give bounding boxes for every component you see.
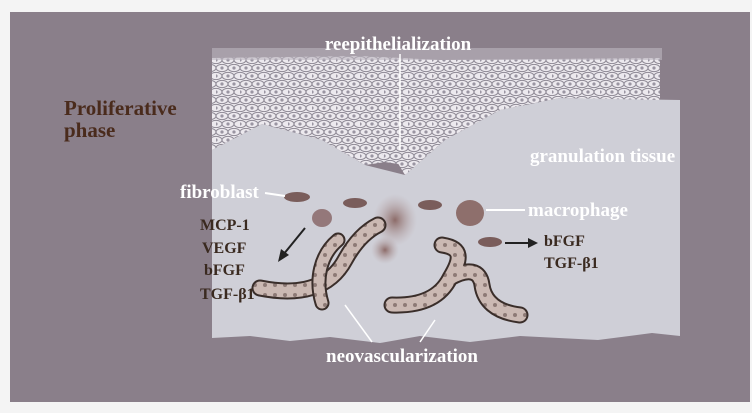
fibroblast-factor: bFGF bbox=[204, 262, 245, 279]
fibroblast-cell bbox=[284, 192, 310, 202]
label-macrophage: macrophage bbox=[528, 200, 628, 221]
fibroblast-cell bbox=[418, 200, 442, 210]
cell-blob bbox=[371, 236, 399, 264]
phase-title-line-2: phase bbox=[64, 118, 115, 142]
phase-title-line-1: Proliferative bbox=[64, 96, 177, 120]
macrophage-factor: bFGF bbox=[544, 233, 585, 250]
fibroblast-factor: TGF-β1 bbox=[200, 286, 255, 303]
label-granulation-tissue: granulation tissue bbox=[530, 146, 675, 167]
fibroblast-cell bbox=[478, 237, 502, 247]
fibroblast-factor: VEGF bbox=[202, 240, 247, 257]
fibroblast-factor: MCP-1 bbox=[200, 217, 250, 234]
label-neovascularization: neovascularization bbox=[326, 346, 478, 367]
fibroblast-cell bbox=[312, 209, 332, 227]
label-fibroblast: fibroblast bbox=[180, 182, 260, 203]
fibroblast-cell bbox=[343, 198, 367, 208]
label-reepithelialization: reepithelialization bbox=[325, 34, 472, 55]
macrophage-cell bbox=[456, 200, 484, 226]
macrophage-factor: TGF-β1 bbox=[544, 255, 599, 272]
